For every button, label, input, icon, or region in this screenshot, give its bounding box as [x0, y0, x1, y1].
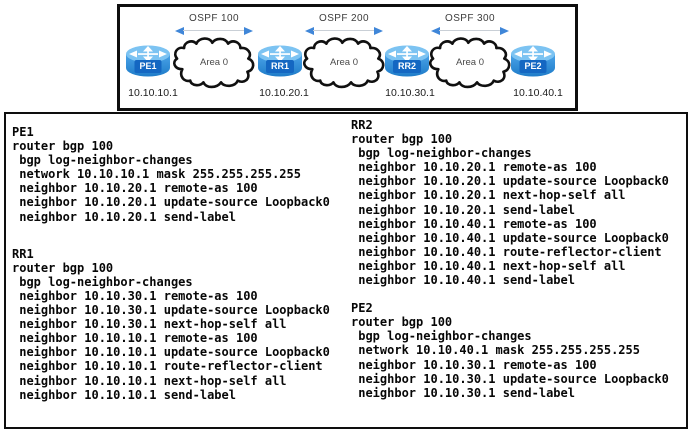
config-column-right: RR2 router bgp 100 bgp log-neighbor-chan…	[351, 118, 669, 400]
config-text: router bgp 100 bgp log-neighbor-changes …	[351, 132, 669, 288]
router-icon-rr2: RR2	[384, 41, 430, 81]
config-block-pe2: PE2 router bgp 100 bgp log-neighbor-chan…	[351, 301, 669, 400]
config-text: router bgp 100 bgp log-neighbor-changes …	[12, 260, 330, 402]
router-icon-pe1: PE1	[125, 41, 171, 81]
config-device-title: RR1	[12, 246, 34, 261]
router-name-label: PE1	[134, 60, 162, 73]
area-label: Area 0	[200, 57, 228, 68]
router-ip-label: 10.10.40.1	[513, 87, 563, 99]
arrow-shaft	[439, 30, 501, 31]
cloud-icon	[300, 35, 388, 91]
arrow-shaft	[183, 30, 245, 31]
config-block-rr1: RR1 router bgp 100 bgp log-neighbor-chan…	[12, 247, 330, 402]
router-ip-label: 10.10.10.1	[128, 87, 178, 99]
config-device-title: PE2	[351, 301, 373, 316]
bidirectional-arrow-icon	[175, 27, 253, 35]
router-ip-label: 10.10.30.1	[385, 87, 435, 99]
bidirectional-arrow-icon	[431, 27, 509, 35]
ospf-link-label: OSPF 100	[189, 13, 239, 24]
router-name-label: RR1	[265, 60, 295, 73]
topology-diagram: OSPF 100 OSPF 200 OSPF 300 Area 0 Area 0…	[117, 4, 578, 111]
ospf-link-label: OSPF 300	[445, 13, 495, 24]
bidirectional-arrow-icon	[305, 27, 383, 35]
area-label: Area 0	[330, 57, 358, 68]
config-column-left: PE1 router bgp 100 bgp log-neighbor-chan…	[12, 125, 330, 402]
config-block-pe1: PE1 router bgp 100 bgp log-neighbor-chan…	[12, 125, 330, 224]
cloud-icon	[426, 35, 514, 91]
config-text: router bgp 100 bgp log-neighbor-changes …	[351, 315, 669, 400]
arrow-shaft	[313, 30, 375, 31]
router-name-label: RR2	[392, 60, 422, 73]
router-name-label: PE2	[519, 60, 547, 73]
config-device-title: RR2	[351, 118, 373, 132]
router-icon-rr1: RR1	[257, 41, 303, 81]
config-text: router bgp 100 bgp log-neighbor-changes …	[12, 139, 330, 224]
router-icon-pe2: PE2	[510, 41, 556, 81]
area-label: Area 0	[456, 57, 484, 68]
config-block-rr2: RR2 router bgp 100 bgp log-neighbor-chan…	[351, 118, 669, 287]
config-panel: PE1 router bgp 100 bgp log-neighbor-chan…	[4, 112, 688, 429]
cloud-icon	[170, 35, 258, 91]
router-ip-label: 10.10.20.1	[259, 87, 309, 99]
config-device-title: PE1	[12, 125, 34, 139]
ospf-link-label: OSPF 200	[319, 13, 369, 24]
